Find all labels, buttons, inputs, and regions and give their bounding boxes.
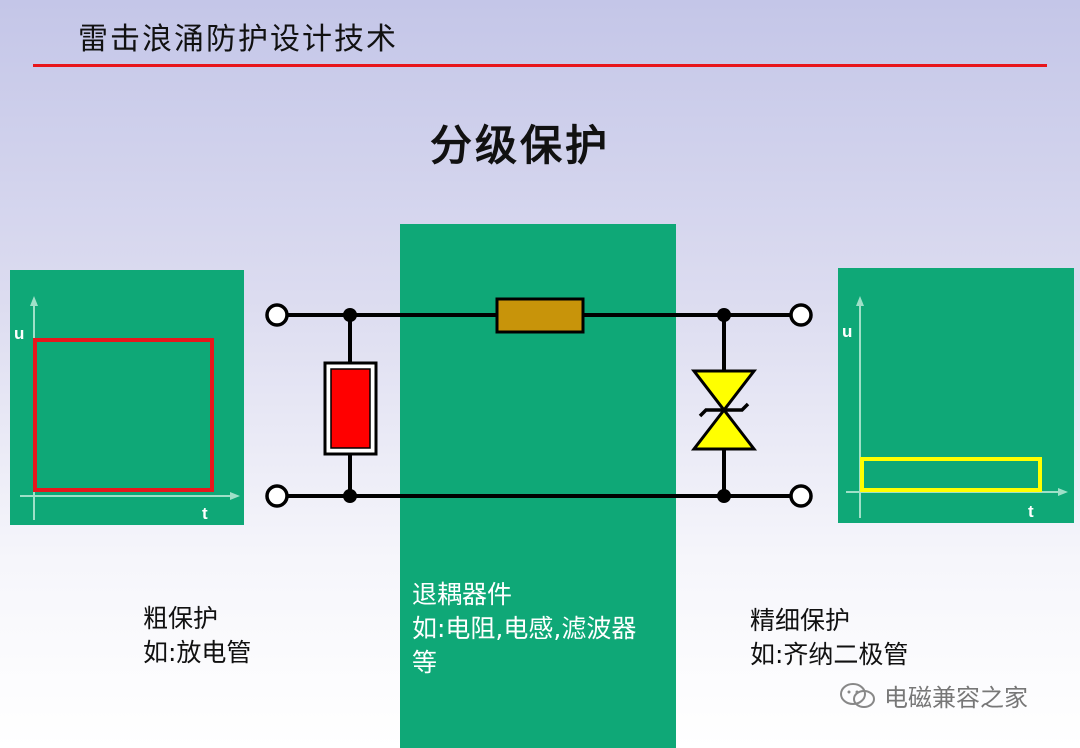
x-axis-label: t xyxy=(1028,502,1034,521)
fine-waveform-graph: u t xyxy=(838,268,1074,523)
coarse-waveform-graph: u t xyxy=(10,270,244,525)
coarse-waveform-rect xyxy=(33,338,214,492)
decoupling-example: 如:电阻,电感,滤波器 xyxy=(412,614,637,643)
coarse-protection-caption: 粗保护 如:放电管 xyxy=(143,602,251,670)
decoupling-example-cont: 等 xyxy=(412,648,438,677)
series-resistor xyxy=(495,297,585,334)
gas-discharge-tube-core xyxy=(330,368,371,449)
x-axis-arrow xyxy=(1058,488,1068,496)
output-terminal-bottom xyxy=(789,484,813,508)
header-title: 雷击浪涌防护设计技术 xyxy=(78,22,398,57)
header-rule xyxy=(33,64,1047,67)
junction-dot xyxy=(717,489,731,503)
fine-protection-title: 精细保护 xyxy=(750,606,851,635)
output-terminal-top xyxy=(789,303,813,327)
fine-waveform-rect xyxy=(860,457,1042,492)
input-terminal-top xyxy=(265,303,289,327)
coarse-protection-example: 如:放电管 xyxy=(143,638,252,667)
fine-protection-caption: 精细保护 如:齐纳二极管 xyxy=(750,604,908,672)
slide-title: 分级保护 xyxy=(429,121,610,170)
y-axis-label: u xyxy=(14,324,25,343)
y-axis-label: u xyxy=(842,322,853,341)
y-axis-arrow xyxy=(30,296,38,306)
wechat-icon xyxy=(840,682,875,708)
x-axis-arrow xyxy=(230,492,240,500)
zener-triangle-upper xyxy=(690,369,758,413)
coarse-waveform-plot xyxy=(20,296,240,520)
zener-triangle-lower xyxy=(690,407,758,451)
fine-protection-example: 如:齐纳二极管 xyxy=(750,640,909,669)
y-axis-arrow xyxy=(856,296,864,306)
junction-dot xyxy=(717,308,731,322)
fine-waveform-plot xyxy=(846,296,1068,518)
input-terminal-bottom xyxy=(265,484,289,508)
decoupling-title: 退耦器件 xyxy=(412,580,513,609)
junction-dot xyxy=(343,308,357,322)
junction-dot xyxy=(343,489,357,503)
x-axis-label: t xyxy=(202,504,208,523)
decoupling-caption: 退耦器件 如:电阻,电感,滤波器 等 xyxy=(412,578,672,680)
watermark: 电磁兼容之家 xyxy=(838,678,1028,713)
zener-bar xyxy=(698,402,750,418)
coarse-protection-title: 粗保护 xyxy=(143,604,219,633)
watermark-text: 电磁兼容之家 xyxy=(884,684,1028,712)
